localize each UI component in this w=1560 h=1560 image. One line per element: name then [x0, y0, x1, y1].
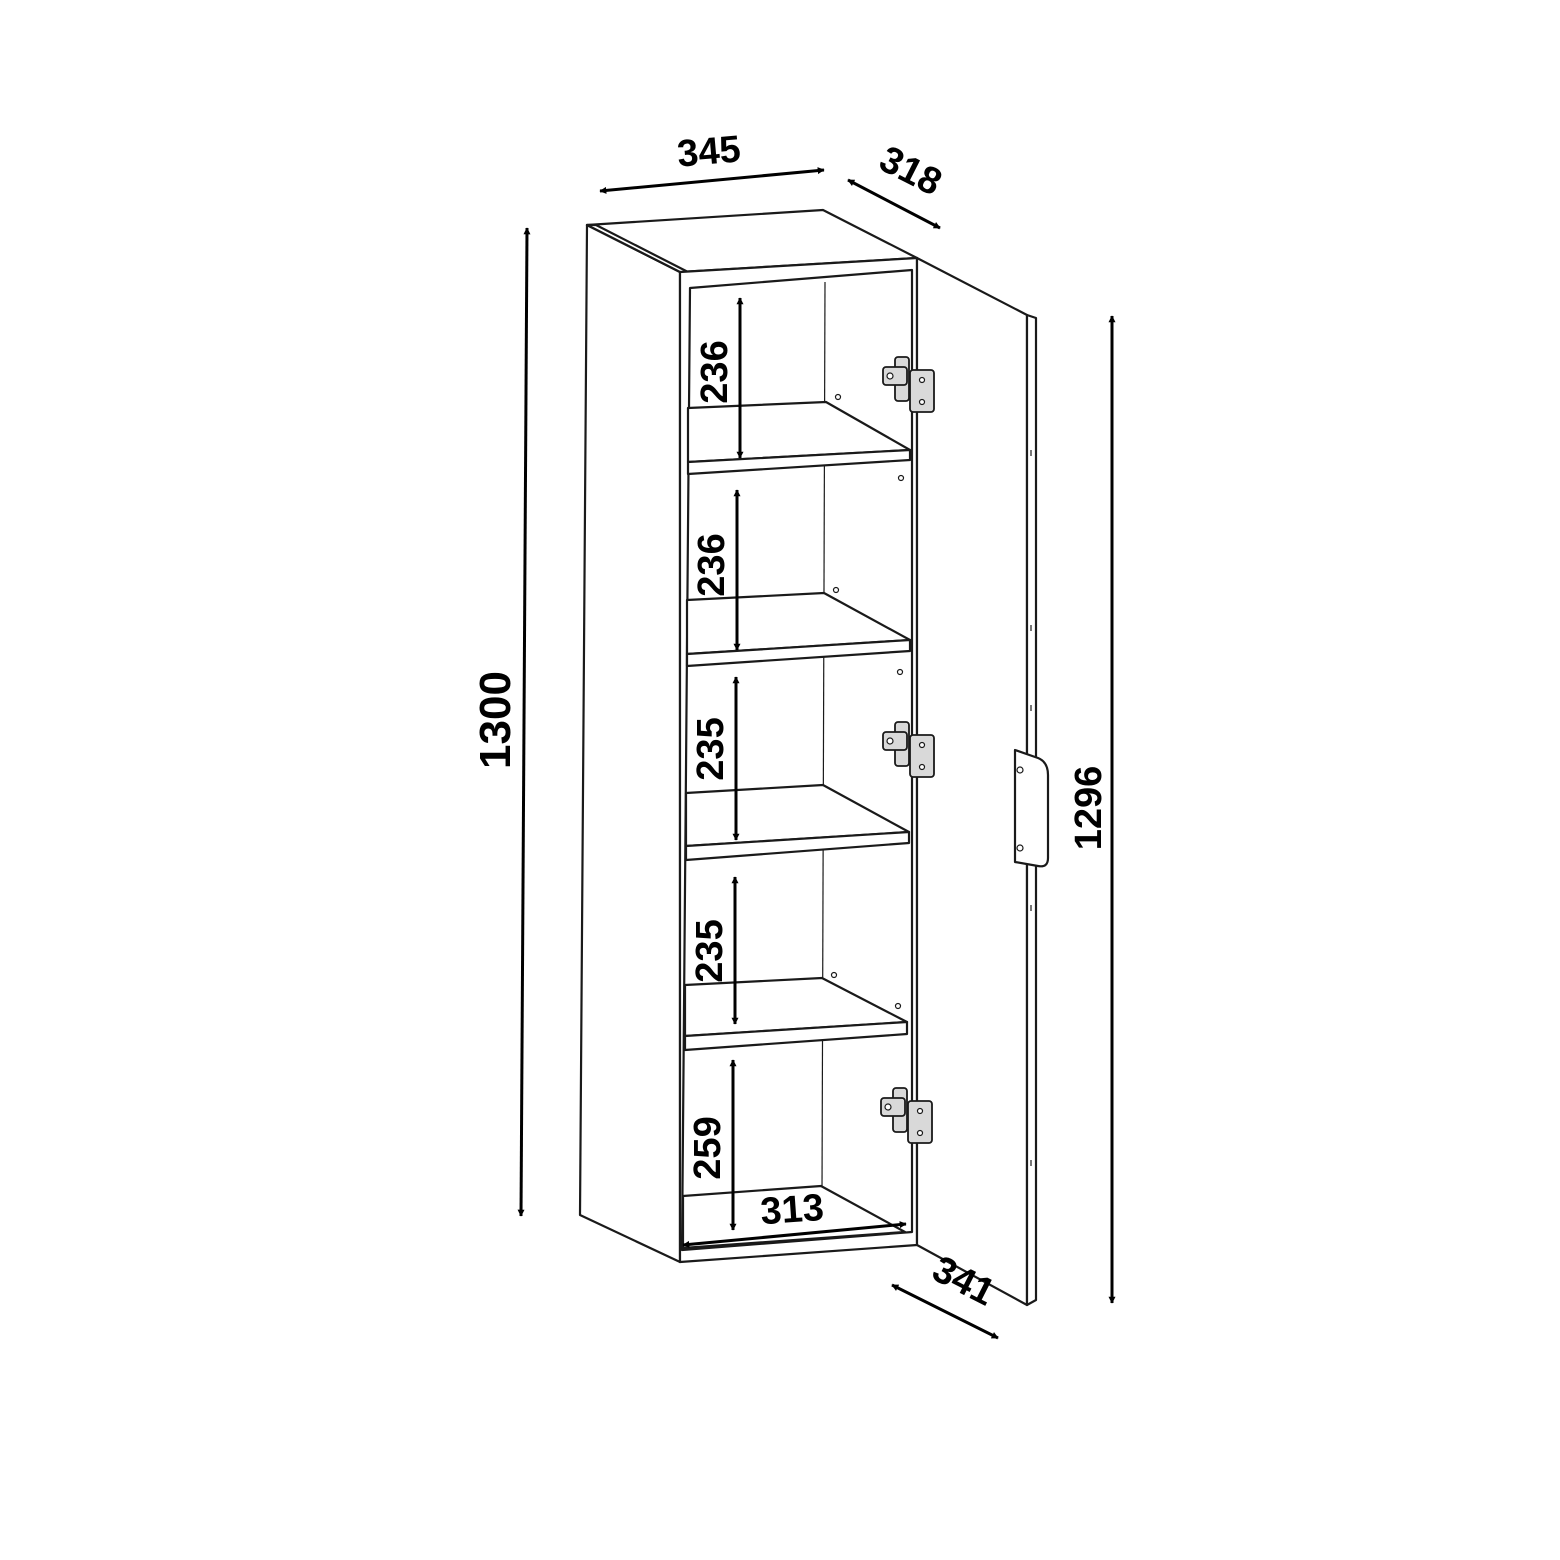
dimension-shelf-5: 259 — [687, 1059, 737, 1231]
door-handle — [1013, 748, 1050, 868]
side-panel — [578, 223, 682, 1264]
door-panel — [915, 256, 1029, 1307]
top-inner-edge — [689, 269, 913, 289]
dimension-depth-top: 318 — [847, 138, 949, 230]
shelf-pin-holes — [830, 393, 905, 1010]
shelf-3-label: 235 — [690, 717, 732, 780]
dimension-width: 345 — [599, 128, 825, 194]
shelf-5-label: 259 — [687, 1116, 729, 1179]
width-label: 345 — [676, 128, 743, 175]
dimension-height-total: 1300 — [471, 227, 531, 1217]
inner-width-label: 313 — [759, 1187, 825, 1233]
door-height-label: 1296 — [1068, 766, 1110, 851]
dimension-inner-width: 313 — [682, 1187, 907, 1248]
door — [915, 256, 1050, 1307]
dimension-door-height: 1296 — [1068, 315, 1116, 1304]
dimension-shelf-1: 236 — [694, 297, 744, 459]
dimension-shelf-3: 235 — [690, 676, 740, 841]
shelf — [685, 591, 912, 668]
dimension-shelf-4: 235 — [689, 876, 739, 1025]
dimension-shelf-2: 236 — [691, 489, 741, 651]
shelf-1-label: 236 — [694, 340, 736, 403]
shelf — [684, 783, 911, 862]
shelf — [683, 976, 909, 1052]
shelf — [686, 400, 912, 476]
hinge — [882, 721, 935, 778]
hinge — [882, 356, 935, 413]
hinge — [880, 1087, 933, 1144]
depth-top-label: 318 — [873, 138, 949, 204]
height-total-label: 1300 — [471, 671, 520, 769]
shelf-4-label: 235 — [689, 919, 731, 982]
cabinet-body — [578, 208, 919, 1264]
shelf-2-label: 236 — [691, 533, 733, 596]
